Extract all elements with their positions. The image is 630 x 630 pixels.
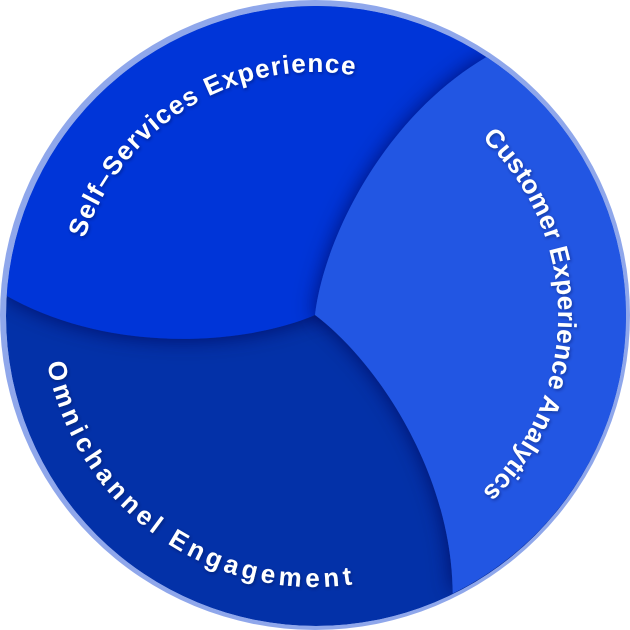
segment-customer-experience-analytics [315, 56, 626, 594]
